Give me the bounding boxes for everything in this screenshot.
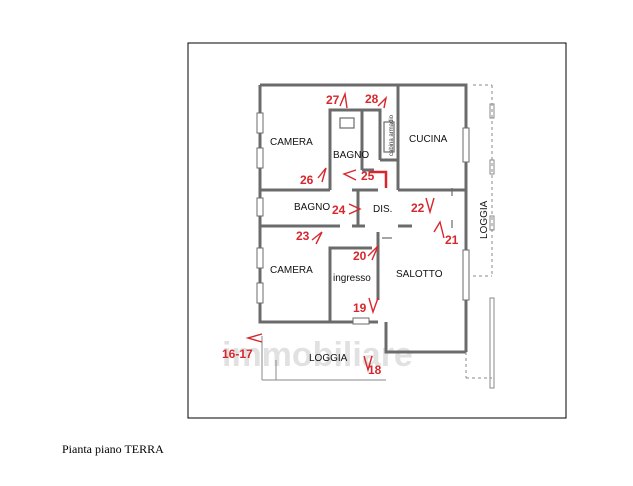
- photo-point-19: 19: [353, 301, 367, 315]
- window-camera-bottom-2: [256, 282, 264, 304]
- view-angle-18: [363, 355, 373, 373]
- room-label-camera-top: CAMERA: [270, 137, 313, 148]
- loggia-right-railing: [489, 103, 495, 389]
- wall-cabina-left: [362, 108, 382, 160]
- room-label-loggia-bottom: LOGGIA: [309, 353, 348, 364]
- view-angle-20: [367, 245, 379, 261]
- window-camera-top-2: [256, 147, 264, 169]
- view-angle-26: [317, 167, 327, 183]
- view-angle-markers: [245, 91, 445, 373]
- photo-point-23: 23: [296, 229, 310, 243]
- railing-post-2: [489, 159, 495, 175]
- windows: [256, 112, 470, 325]
- railing-post-3: [489, 215, 495, 231]
- view-angle-21: [433, 220, 445, 239]
- window-cucina: [462, 127, 470, 163]
- loggia-right: [465, 84, 493, 379]
- room-label-bagno-top: BAGNO: [333, 150, 369, 161]
- window-salotto: [462, 249, 470, 301]
- photo-point-21: 21: [445, 233, 459, 247]
- view-angle-25: [342, 169, 357, 181]
- room-label-ingresso: ingresso: [333, 273, 371, 284]
- photo-point-28: 28: [365, 92, 379, 106]
- fixture-bagno-top: [339, 117, 355, 129]
- highlight-wall-25: [370, 170, 388, 188]
- photo-point-27: 27: [326, 93, 340, 107]
- room-label-cabina: cabina armadio: [389, 114, 395, 156]
- room-label-salotto: SALOTTO: [396, 269, 443, 280]
- photo-point-26: 26: [300, 173, 314, 187]
- photo-point-18: 18: [368, 363, 382, 377]
- view-angle-22: [425, 197, 435, 215]
- room-label-cucina: CUCINA: [409, 134, 448, 145]
- outer-wall-bottom-right: [384, 322, 466, 354]
- room-label-loggia-right: LOGGIA: [479, 200, 490, 239]
- window-camera-bottom-1: [256, 247, 264, 269]
- view-angle-23: [311, 231, 323, 245]
- window-camera-top-1: [256, 112, 264, 134]
- room-label-bagno-mid: BAGNO: [294, 202, 330, 213]
- fixture-cabina: [383, 121, 395, 153]
- view-angle-24: [348, 203, 362, 215]
- wall-bagno-top: [328, 108, 364, 190]
- plan-frame: [187, 42, 567, 419]
- fixtures: [339, 117, 453, 239]
- photo-point-22: 22: [411, 201, 425, 215]
- plan-caption: Pianta piano TERRA: [62, 442, 164, 456]
- view-angle-28: [377, 95, 388, 109]
- loggia-bottom: [261, 336, 386, 381]
- watermark-text: immobiliare: [222, 336, 413, 374]
- railing-post-1: [489, 103, 495, 119]
- railing-lower: [489, 297, 495, 389]
- window-bagno-mid: [256, 197, 264, 217]
- room-label-camera-bottom: CAMERA: [270, 265, 313, 276]
- room-label-dis: DIS.: [373, 204, 392, 215]
- wall-ingresso-left: [328, 246, 372, 322]
- view-angle-16-17: [245, 333, 263, 343]
- view-angle-27: [339, 91, 348, 109]
- window-ingresso: [352, 317, 370, 325]
- view-angle-19: [368, 297, 379, 315]
- photo-point-16-17: 16-17: [222, 347, 253, 361]
- photo-point-24: 24: [332, 203, 346, 217]
- photo-point-20: 20: [353, 249, 367, 263]
